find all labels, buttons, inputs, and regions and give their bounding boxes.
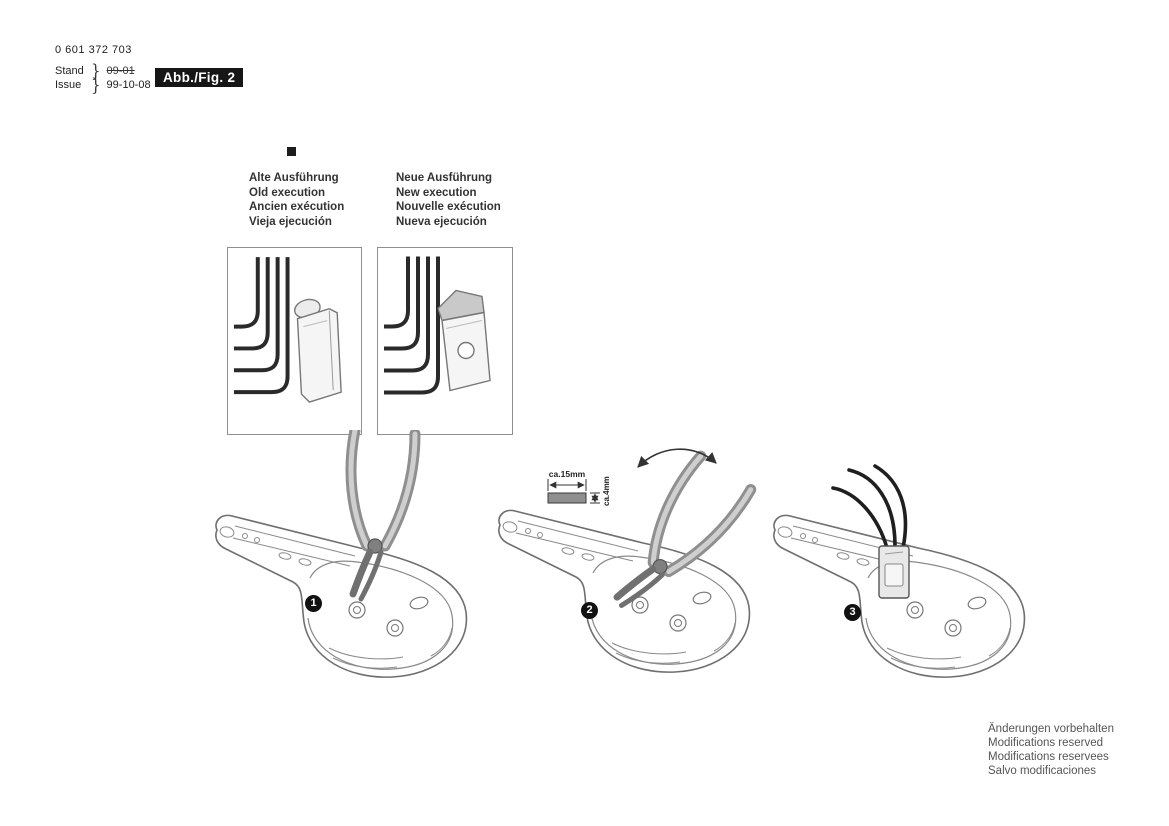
legend-old-line: Vieja ejecución — [249, 215, 332, 228]
stand-label: Stand — [55, 65, 84, 77]
wire — [384, 256, 430, 373]
dimension-height-label: ca.4mm — [602, 476, 611, 506]
wires — [384, 256, 440, 395]
old-date: 09-01 — [106, 65, 135, 77]
issue-label: Issue — [55, 79, 82, 91]
wire — [233, 257, 270, 351]
part-number: 0 601 372 703 — [55, 44, 132, 56]
wire — [831, 486, 889, 550]
step-3-illustration: 3 — [763, 430, 1033, 690]
wire — [384, 256, 440, 395]
switch-component — [878, 545, 910, 599]
step-2-illustration: ca.15mm ca.4mm 2 — [488, 425, 758, 685]
step-1-drawing — [215, 430, 468, 678]
wire — [384, 256, 420, 351]
wire — [233, 257, 290, 395]
wire — [384, 256, 410, 329]
issue-date: 99-10-08 — [106, 79, 151, 91]
brace-glyph: } — [91, 74, 101, 96]
legend-old-line: Ancien exécution — [249, 201, 345, 213]
wires — [233, 257, 290, 395]
footer-note-line: Salvo modificaciones — [988, 765, 1097, 777]
legend-new-line: Nouvelle exécution — [396, 201, 501, 213]
cable-sleeve — [547, 492, 587, 504]
wire — [233, 257, 260, 329]
wire — [847, 468, 897, 548]
legend-new-line: Nueva ejecución — [396, 215, 487, 228]
brace-glyph: } — [91, 60, 101, 82]
step-2-drawing: ca.15mm ca.4mm — [498, 448, 758, 673]
dimension-length-label: ca.15mm — [549, 469, 586, 479]
footer-note-line: Modifications reservees — [988, 751, 1109, 763]
old-execution-drawing — [233, 257, 342, 403]
legend-new-execution: Neue Ausführung New execution Nouvelle e… — [396, 171, 501, 229]
old-switch — [294, 298, 342, 403]
step-3-badge: 3 — [844, 604, 861, 621]
footer-notes: Änderungen vorbehalten Modifications res… — [988, 722, 1114, 778]
new-switch — [437, 289, 491, 392]
stand-issue-block: Stand } 09-01 Issue } 99-10-08 — [55, 61, 151, 96]
step-3-drawing — [773, 464, 1026, 678]
legend-marker — [287, 147, 296, 156]
footer-note-line: Änderungen vorbehalten — [988, 723, 1114, 735]
issue-row: Issue } 99-10-08 — [55, 75, 151, 96]
legend-new-line: Neue Ausführung — [396, 172, 493, 184]
dimension-annotation: ca.15mm ca.4mm — [547, 469, 611, 506]
footer-note-line: Modifications reserved — [988, 737, 1104, 749]
wire — [873, 464, 908, 550]
old-execution-box — [227, 247, 362, 435]
new-execution-drawing — [384, 256, 491, 395]
step-1-badge: 1 — [305, 595, 322, 612]
wire — [233, 257, 280, 373]
new-execution-box — [377, 247, 513, 435]
legend-old-execution: Alte Ausführung Old execution Ancien exé… — [249, 171, 344, 229]
legend-new-line: New execution — [396, 186, 477, 199]
step-2-badge: 2 — [581, 602, 598, 619]
figure-label: Abb./Fig. 2 — [155, 68, 244, 87]
wires — [831, 464, 908, 550]
stand-row: Stand } 09-01 — [55, 61, 151, 82]
rotation-arrow — [637, 448, 717, 468]
legend-old-line: Alte Ausführung — [249, 172, 339, 184]
step-1-illustration: 1 — [205, 430, 475, 690]
legend-old-line: Old execution — [249, 186, 326, 199]
